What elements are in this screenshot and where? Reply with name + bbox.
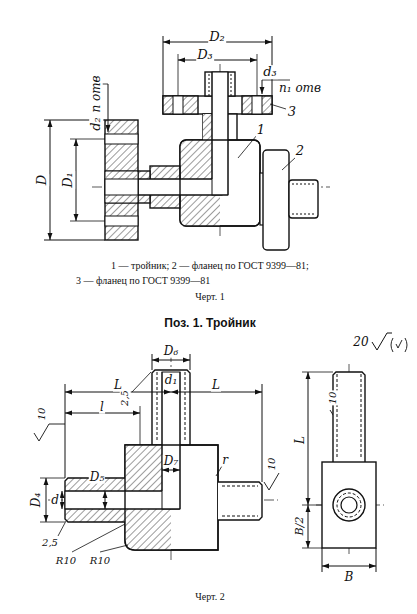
roughness-value: 10	[328, 391, 339, 406]
dim-label: D	[35, 174, 49, 186]
dim-label: D₁	[61, 171, 75, 189]
dim-label: D₆	[163, 345, 179, 358]
dim-label: d	[50, 494, 60, 507]
callout-number: 3	[287, 105, 297, 119]
chamfer-label: 2,5	[120, 389, 131, 407]
dim-label: L	[211, 379, 221, 392]
dim-label: D₃	[196, 48, 214, 62]
dim-label: L	[113, 379, 123, 392]
hole-count: n₁ отв	[278, 82, 322, 95]
roughness-value: 20	[352, 336, 369, 349]
dim-label: D₂	[208, 30, 226, 44]
roughness-value: 10	[37, 407, 48, 422]
roughness-value: 10	[267, 457, 278, 472]
dim-label: B/2	[294, 516, 306, 537]
callout-number: 2	[295, 144, 305, 158]
section-heading: Поз. 1. Тройник	[164, 316, 255, 330]
dim-label: l	[99, 401, 105, 414]
hole-count: n отв	[90, 74, 103, 113]
dim-label: d₁	[164, 374, 179, 387]
dim-label: L	[294, 435, 307, 445]
dim-label: B	[344, 571, 355, 584]
radius-label: R10	[55, 556, 77, 567]
chamfer-label: 2,5	[41, 538, 59, 549]
figure-caption: Черт. 2	[194, 592, 225, 603]
callout-number: 1	[256, 123, 266, 137]
radius-label: R10	[89, 556, 111, 567]
caption-text: 1 — тройник; 2 — фланец по ГОСТ 9399—81;	[110, 261, 310, 272]
figure-caption: Черт. 1	[194, 292, 225, 303]
dim-label: d₂	[89, 116, 103, 132]
dim-label: D₅	[89, 471, 105, 484]
dim-label: D₄	[30, 492, 43, 508]
radius-label: r	[221, 454, 229, 467]
dim-label: d₃	[262, 65, 278, 79]
dim-label: D₇	[163, 455, 179, 468]
caption-text: 3 — фланец по ГОСТ 9399—81	[75, 276, 211, 287]
